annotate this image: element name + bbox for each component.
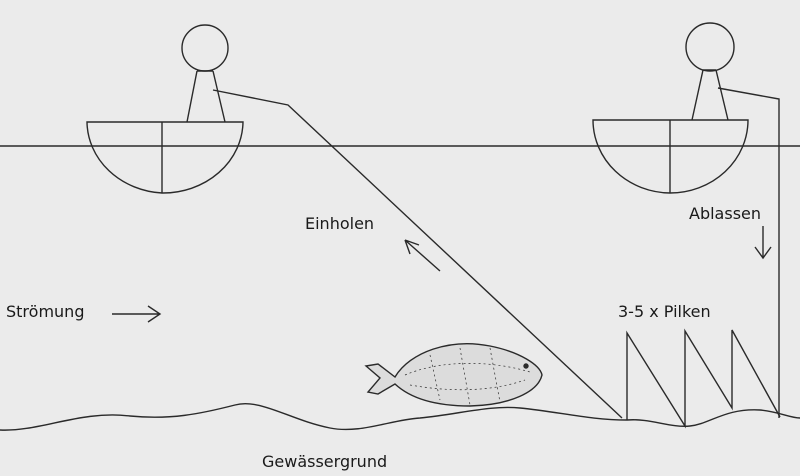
angler-head-right [685,22,735,72]
flatfish [364,343,543,407]
arrow-current [112,305,162,323]
fishing-line-vertical [717,87,780,418]
arrow-lower [754,226,772,260]
label-current: Strömung [6,302,85,321]
flatfish-body [364,343,543,407]
label-jigging: 3-5 x Pilken [618,302,711,321]
flatfish-eye [523,363,529,369]
angler-body-right [691,69,729,121]
label-bottom: Gewässergrund [262,452,388,471]
angler-body-left [186,70,226,123]
boat-hull-left [86,121,244,194]
label-lower: Ablassen [689,204,762,223]
jig-zigzag [626,328,781,429]
angler-head-left [181,24,229,72]
fishing-line-drift [212,89,623,419]
arrow-pull-in [404,239,441,272]
right-boat [592,22,780,418]
seabed-line [0,403,800,431]
left-boat [86,24,623,419]
label-pull-in: Einholen [305,214,375,233]
